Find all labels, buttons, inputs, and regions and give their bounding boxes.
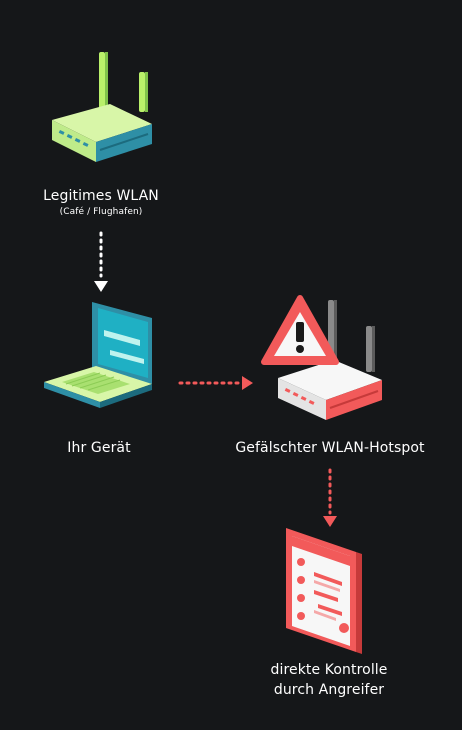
legit-router-icon [52, 52, 152, 162]
fake-router-icon [278, 300, 382, 420]
arrow-hotspot-to-attacker [323, 468, 337, 527]
device-label: Ihr Gerät [67, 440, 131, 456]
legit-wlan-subtitle: (Café / Flughafen) [59, 207, 143, 217]
fake-hotspot-label: Gefälschter WLAN-Hotspot [235, 440, 425, 456]
laptop-icon [44, 302, 152, 408]
arrow-legit-to-device [94, 231, 108, 292]
legit-wlan-label: Legitimes WLAN (Café / Flughafen) [43, 186, 159, 218]
attacker-label-line2: durch Angreifer [273, 682, 385, 698]
attacker-label-line1: direkte Kontrolle [270, 662, 388, 678]
legit-wlan-title: Legitimes WLAN [43, 188, 159, 204]
attacker-dashboard-icon [286, 528, 362, 654]
arrow-device-to-hotspot [178, 376, 253, 390]
attacker-label: direkte Kontrolle durch Angreifer [270, 660, 387, 700]
warning-triangle-icon [261, 295, 339, 365]
